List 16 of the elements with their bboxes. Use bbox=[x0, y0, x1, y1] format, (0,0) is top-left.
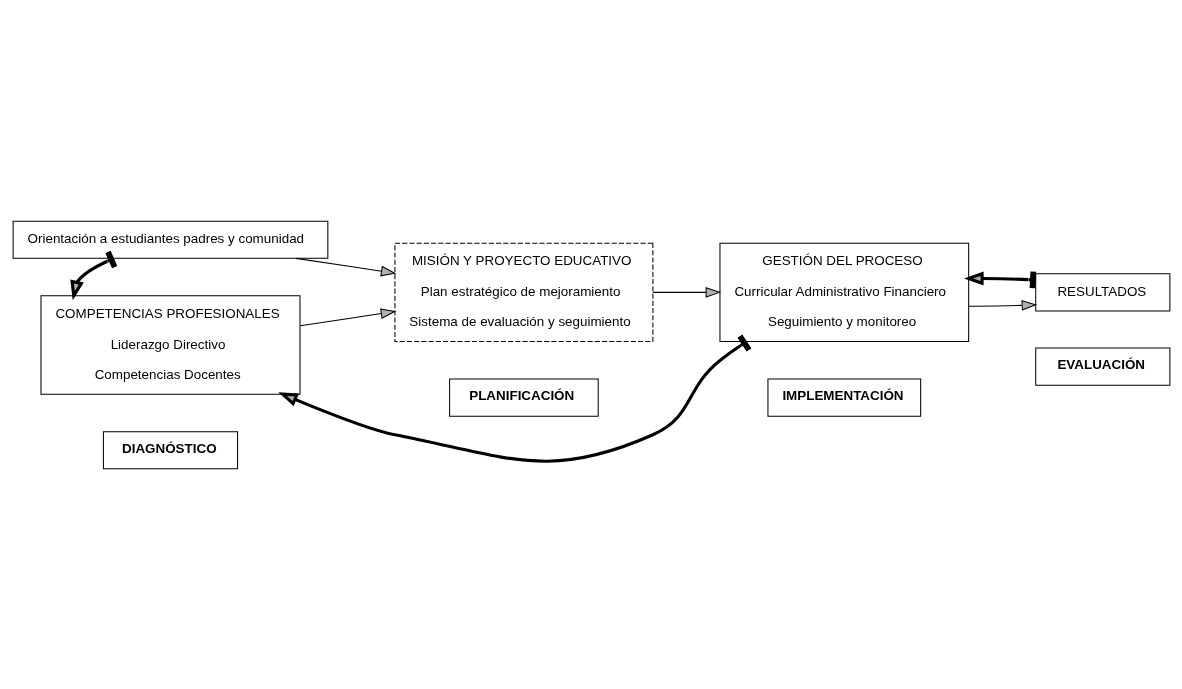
node-box: RESULTADOS bbox=[1034, 272, 1170, 311]
arrow bbox=[277, 334, 751, 463]
arrow bbox=[967, 299, 1037, 311]
node-box: DIAGNÓSTICO bbox=[102, 430, 238, 469]
node-box: EVALUACIÓN bbox=[1034, 347, 1170, 386]
node-box: PLANIFICACIÓN bbox=[448, 378, 599, 417]
arrow bbox=[294, 257, 396, 276]
node-box: GESTIÓN DEL PROCESO Curricular Administrativo Financiero Seguimiento y monitoreo bbox=[718, 242, 969, 342]
arrow bbox=[69, 250, 117, 300]
arrow bbox=[299, 307, 396, 326]
node-box: Orientación a estudiantes padres y comunidad bbox=[12, 220, 328, 259]
arrow bbox=[963, 271, 1036, 288]
arrow bbox=[652, 286, 721, 298]
node-box: MISIÓN Y PROYECTO EDUCATIVO Plan estratégico de mejoramiento Sistema de evaluación y seguimiento bbox=[393, 242, 653, 342]
node-box: IMPLEMENTACIÓN bbox=[766, 378, 921, 417]
node-box: COMPETENCIAS PROFESIONALES Liderazgo Directivo Competencias Docentes bbox=[39, 294, 300, 395]
